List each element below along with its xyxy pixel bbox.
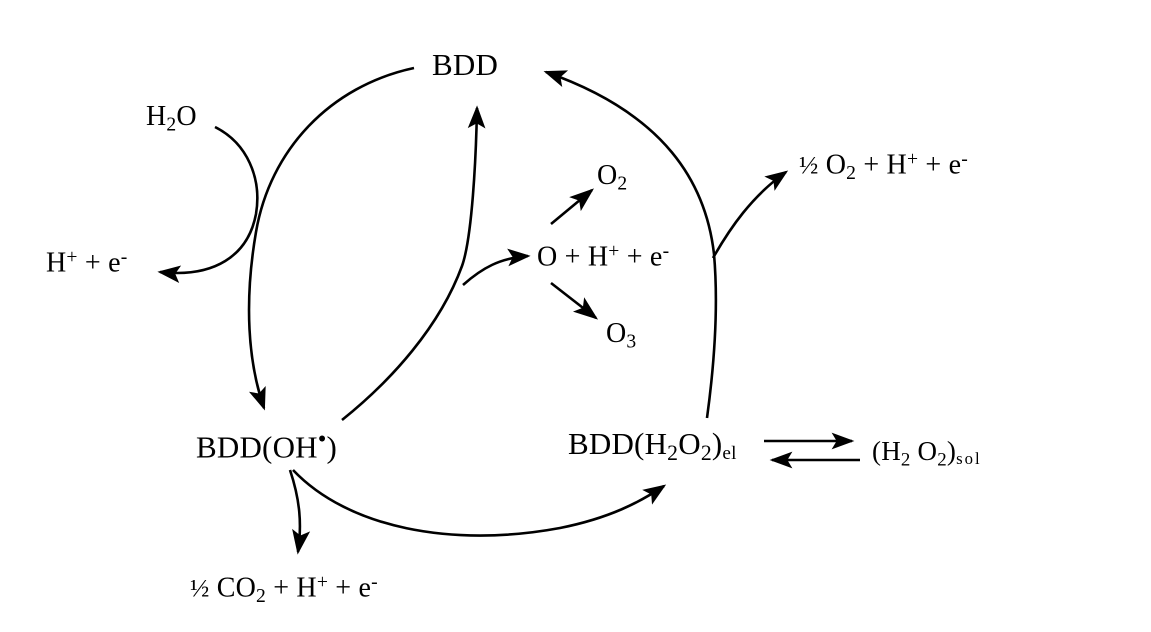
oxygen-symbol: O xyxy=(537,241,558,273)
electron-charge: - xyxy=(120,247,128,268)
halfco2-electron-charge: - xyxy=(371,572,378,593)
h2o-oxygen: O xyxy=(176,101,197,132)
ohe-plus-2: + xyxy=(619,241,650,273)
halfo2-plus-1: + xyxy=(856,149,887,181)
oxygen-proton-electron-node: O + H+ + e- xyxy=(537,242,669,272)
arrow-bddoh-to-half-co2 xyxy=(288,469,311,555)
halfo2-subscript: 2 xyxy=(846,163,857,185)
ohe-plus-1: + xyxy=(557,241,588,273)
peroxide-oxygen: O xyxy=(910,436,938,466)
ozone-element: O xyxy=(606,318,627,349)
bdd-peroxide-sub-2: 2 xyxy=(700,441,712,466)
peroxide-solution-subscript: sol xyxy=(956,449,982,469)
bdd-peroxide-close-paren: ) xyxy=(711,426,723,461)
arrow-oxygen-to-ozone xyxy=(550,281,599,320)
halfco2-electron-symbol: e xyxy=(358,572,372,604)
arrow-oxygen-to-dioxygen xyxy=(550,188,595,226)
h2o-subscript: 2 xyxy=(166,114,177,136)
dioxygen-element: O xyxy=(597,160,618,191)
halfo2-plus-2: + xyxy=(918,149,949,181)
halfco2-subscript: 2 xyxy=(256,586,267,608)
h2o-element: H xyxy=(146,101,167,132)
ohe-proton-symbol: H xyxy=(587,241,609,273)
ohe-electron-charge: - xyxy=(662,241,670,262)
arrow-bddoh-to-bddh2o2 xyxy=(292,469,667,537)
bdd-hydroxyl-prefix: BDD(OH xyxy=(196,429,318,465)
proton-charge: + xyxy=(66,247,78,268)
bdd-hydroxyl-suffix: ) xyxy=(326,429,337,465)
bdd-peroxide-oxygen: O xyxy=(678,426,701,461)
halfo2-proton-charge: + xyxy=(906,149,919,170)
halfo2-proton-symbol: H xyxy=(886,149,907,181)
proton-symbol: H xyxy=(46,247,67,279)
halfco2-proton-symbol: H xyxy=(296,572,317,604)
bdd-peroxide-prefix: BDD(H xyxy=(568,426,668,461)
halfco2-proton-charge: + xyxy=(316,572,329,593)
peroxide-open-paren: (H xyxy=(872,436,901,466)
half-carbon-dioxide-proton-electron-label: ½ CO2 + H+ + e- xyxy=(190,573,378,607)
half-fraction-carbon-dioxide: ½ xyxy=(190,573,210,603)
bdd-node: BDD xyxy=(432,49,498,80)
half-fraction-oxygen: ½ xyxy=(799,150,819,180)
ohe-electron-symbol: e xyxy=(649,241,663,273)
arrow-bddoh-to-bdd xyxy=(341,105,486,422)
bdd-hydroxyl-node: BDD(OH•) xyxy=(196,426,337,465)
dioxygen-subscript: 2 xyxy=(617,173,628,195)
bdd-node-label: BDD xyxy=(432,47,499,82)
halfo2-oxygen: O xyxy=(818,149,847,181)
h2o-label: H2O xyxy=(146,103,197,135)
ohe-proton-charge: + xyxy=(608,241,620,262)
halfco2-plus-2: + xyxy=(328,572,359,604)
arrow-bddh2o2-to-bdd xyxy=(543,70,718,419)
peroxide-solution-label: (H2 O2)sol xyxy=(872,438,982,470)
bdd-peroxide-sub-1: 2 xyxy=(667,441,679,466)
ozone-subscript: 3 xyxy=(626,331,637,353)
arrow-h2o-to-proton-electron xyxy=(157,125,259,284)
dioxygen-label: O2 xyxy=(597,162,627,194)
arrow-branch-to-half-oxygen xyxy=(711,170,789,259)
peroxide-sub-1: 2 xyxy=(900,449,911,471)
electron-symbol: e xyxy=(108,247,121,279)
bdd-peroxide-electrode-node: BDD(H2O2)el xyxy=(568,428,737,465)
arrow-bdd-to-bddoh xyxy=(247,66,415,411)
halfo2-electron-symbol: e xyxy=(948,149,962,181)
half-oxygen-proton-electron-label: ½ O2 + H+ + e- xyxy=(799,150,968,184)
halfco2-plus-1: + xyxy=(266,572,297,604)
bdd-peroxide-electrode-subscript: el xyxy=(722,442,737,464)
plus-operator: + xyxy=(77,247,109,279)
proton-electron-left-label: H+ + e- xyxy=(46,248,127,278)
arrow-branch-to-oxygen-proton-electron xyxy=(462,248,531,286)
halfco2-carbon-oxide: CO xyxy=(209,572,257,604)
ozone-label: O3 xyxy=(606,320,636,352)
halfo2-electron-charge: - xyxy=(961,149,969,170)
radical-dot-icon: • xyxy=(317,426,327,453)
peroxide-sub-2: 2 xyxy=(937,449,947,471)
peroxide-close-paren: ) xyxy=(946,436,957,466)
